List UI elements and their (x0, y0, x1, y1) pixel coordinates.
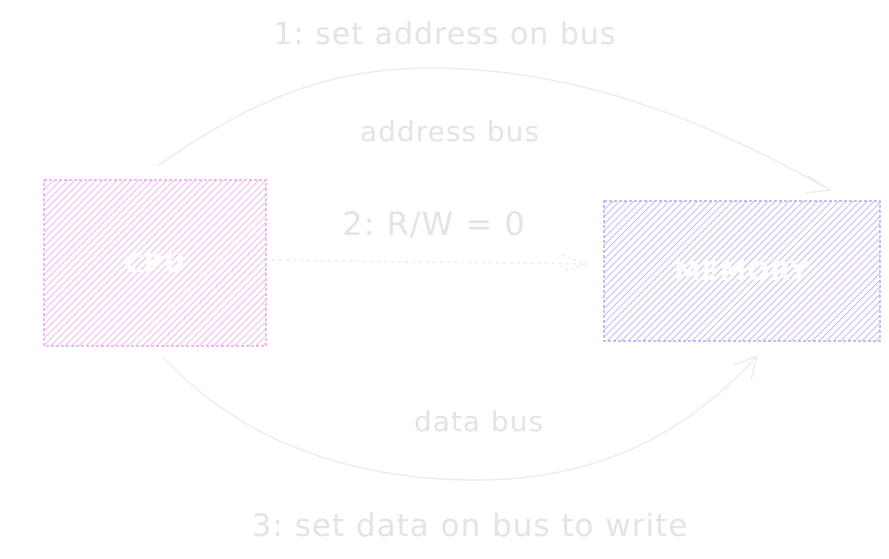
read-write-arrow (271, 259, 586, 265)
data-bus-arrow (161, 355, 758, 481)
cpu-label: CPU (124, 249, 186, 279)
step-3-label: 3: set data on bus to write (252, 508, 689, 544)
data-bus-label: data bus (414, 405, 544, 438)
read-write-arrowhead (561, 254, 588, 273)
step-2-label: 2: R/W = 0 (342, 205, 525, 243)
address-bus-label: address bus (360, 115, 540, 148)
data-bus-arrowhead (733, 354, 759, 381)
memory-label: MEMORY (674, 257, 809, 287)
step-1-label: 1: set address on bus (273, 17, 616, 52)
memory-box: MEMORY (603, 200, 881, 342)
address-bus-arrow (157, 67, 831, 191)
cpu-box: CPU (43, 179, 267, 347)
address-bus-arrowhead (805, 175, 833, 194)
